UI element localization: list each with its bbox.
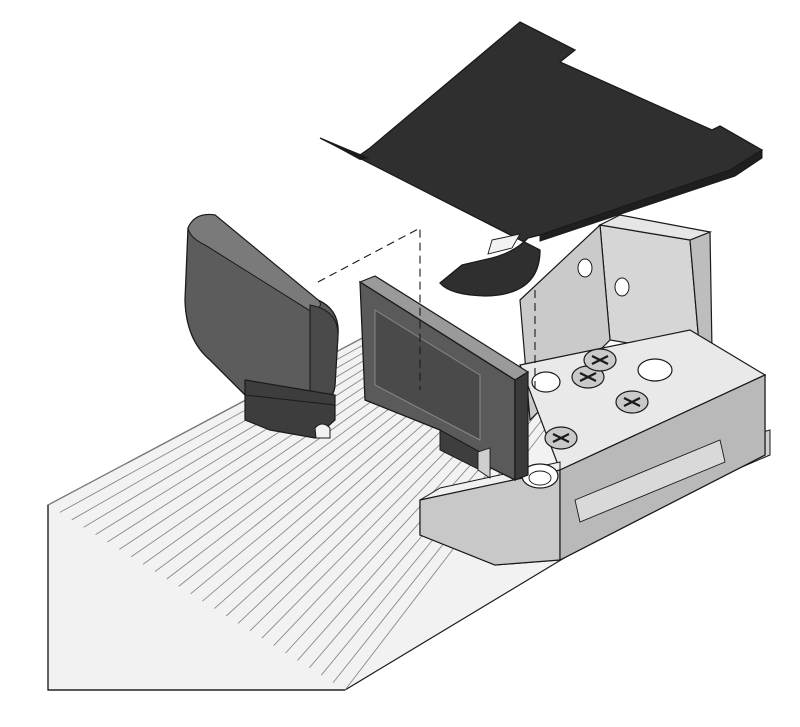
hole [637,358,673,382]
screw-head [544,426,578,450]
rail-rib [59,320,408,513]
rail-rib [71,323,415,521]
screw-head [615,390,649,414]
hole [531,371,561,393]
rail-rib [47,317,401,506]
gasket-pad [319,21,764,297]
hole [577,258,593,278]
screw-head [571,365,605,389]
screw-holes [521,258,673,489]
end-cap [184,213,339,439]
screw-head [583,348,617,372]
retainer-plate [358,275,530,482]
hole [614,277,630,297]
assembly-path-dashed [317,227,536,392]
screws [544,348,649,450]
